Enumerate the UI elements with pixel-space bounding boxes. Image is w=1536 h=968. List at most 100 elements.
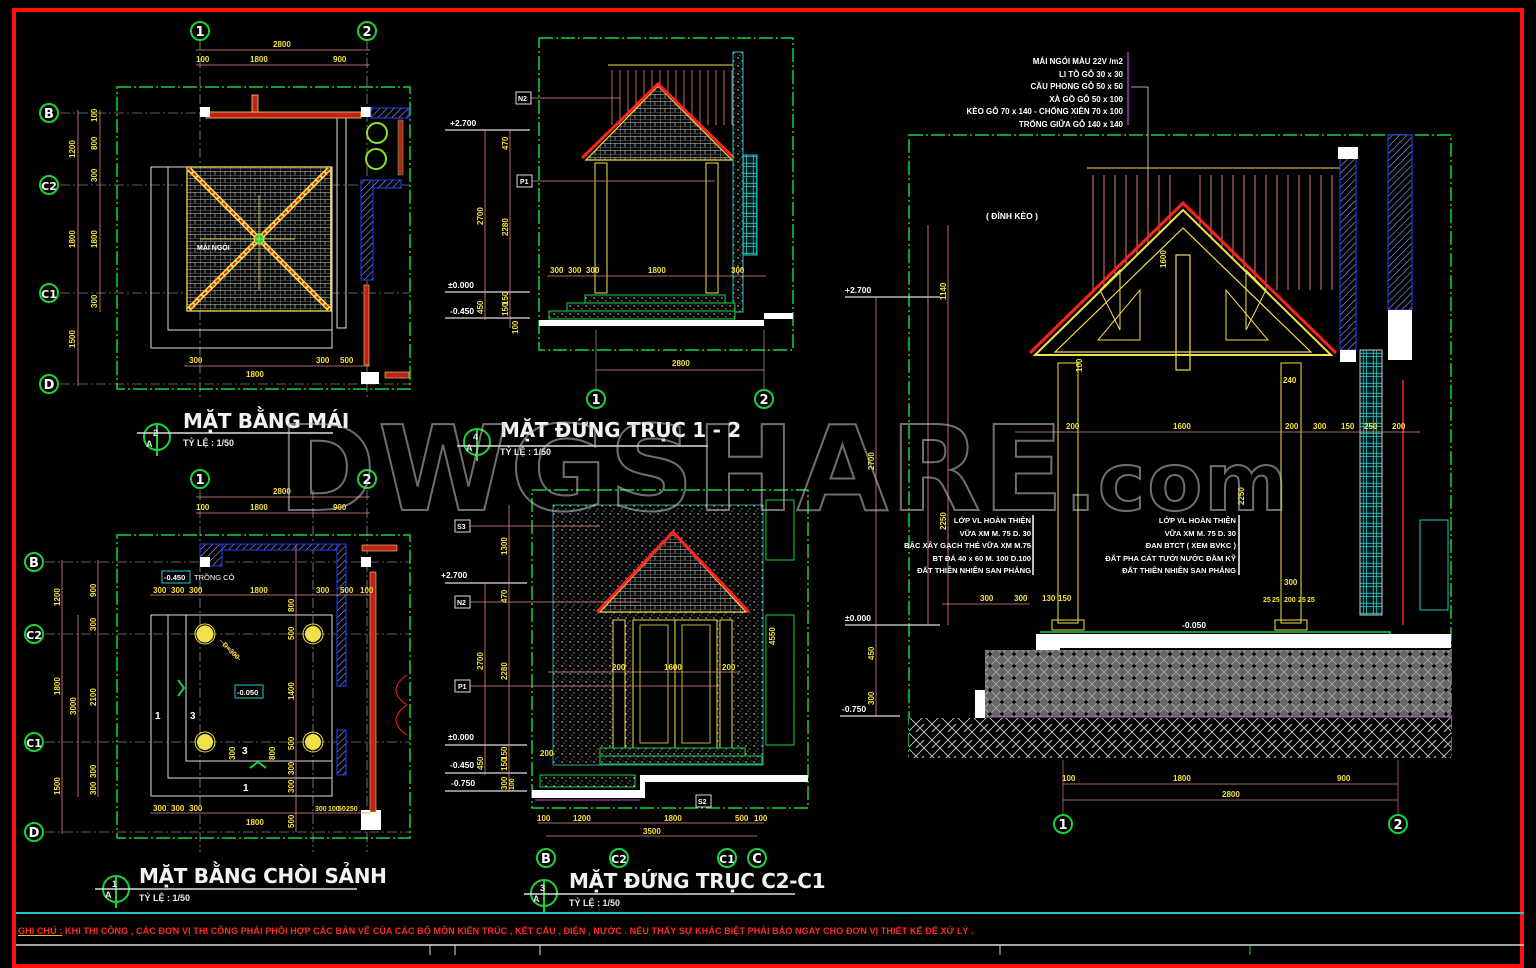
dim-text: 150 — [1341, 422, 1355, 431]
level-marker: -0.450 — [450, 306, 474, 316]
layer-item: BT ĐÁ 40 x 60 M. 100 D.100 — [932, 553, 1031, 563]
svg-text:C2: C2 — [26, 629, 42, 642]
dim-text: 200 — [1392, 422, 1406, 431]
section-view: ( ĐỈNH KÈO ) +2.700 ±0.000 -0.750 -0.050… — [840, 52, 1452, 834]
svg-text:B: B — [541, 852, 551, 867]
view-scale: TỶ LỆ : 1/50 — [139, 893, 191, 903]
level-tag: -0.450 — [164, 573, 185, 582]
layer-item: VỮA XM M. 75 D. 30 — [959, 528, 1031, 538]
tag-label: N2 — [457, 600, 466, 607]
view-title: MẶT ĐỨNG TRỤC 1 - 2 — [500, 418, 741, 442]
dim-text: 200 — [1066, 422, 1080, 431]
view-title: MẶT BẰNG MÁI — [183, 409, 350, 433]
dim-text: 150 — [500, 746, 509, 760]
dim-text: 100 — [360, 586, 374, 595]
dim-text: 800 — [268, 746, 277, 760]
roof-material-list: MÁI NGÓI MÀU 22V /m2 LI TÔ GỖ 30 x 30 CẦ… — [966, 56, 1123, 131]
dim-text: 500 — [287, 626, 296, 640]
dim-text: 300 — [316, 586, 330, 595]
material-item: CẦU PHONG GỖ 50 x 50 — [1030, 82, 1123, 91]
axis-bubble: C1 — [717, 848, 737, 868]
svg-text:D: D — [29, 826, 40, 841]
dim-text: 300 — [171, 804, 185, 813]
level-marker: -0.050 — [1182, 620, 1206, 630]
floor-layers-left: LỚP VL HOÀN THIỆN VỮA XM M. 75 D. 30 BẬC… — [904, 515, 1031, 578]
svg-text:C2: C2 — [611, 853, 627, 866]
layer-item: ĐẤT PHA CÁT TƯỚI NƯỚC ĐẦM KỸ — [1105, 553, 1236, 563]
tag-label: N2 — [518, 96, 527, 103]
dim-text: 3000 — [69, 697, 78, 715]
layer-item: ĐẤT THIÊN NHIÊN SAN PHẲNG — [917, 566, 1031, 575]
level-marker: +2.700 — [441, 570, 468, 580]
svg-text:B: B — [29, 556, 39, 571]
dim-text: 25 — [1272, 597, 1280, 604]
axis-bubble: 2 — [357, 469, 377, 489]
dim-text: 100 — [196, 55, 210, 64]
dim-text: 25 — [1298, 597, 1306, 604]
dim-text: 200 — [540, 749, 554, 758]
dim-text: 300 — [1313, 422, 1327, 431]
floor-layers-right: LỚP VL HOÀN THIỆN VỮA XM M. 75 D. 30 ĐAN… — [1105, 515, 1236, 578]
general-note: GHI CHÚ : KHI THI CÔNG , CÁC ĐƠN VỊ THI … — [18, 926, 974, 936]
dim-text: 100 — [1062, 774, 1076, 783]
layer-item: ĐAN BTCT ( XEM BVKC ) — [1145, 541, 1236, 550]
dim-text: 300 — [287, 761, 296, 775]
dim-text: 100 — [196, 503, 210, 512]
svg-text:1: 1 — [1058, 818, 1067, 833]
axis-bubble: B — [24, 552, 44, 572]
dim-text: 900 — [333, 55, 347, 64]
dim-text: 470 — [500, 589, 509, 603]
step-label: 3 — [242, 746, 248, 757]
dim-text: 2700 — [476, 207, 485, 225]
step-label: 3 — [190, 711, 196, 722]
dim-text: 2800 — [273, 40, 291, 49]
dim-text: 100 — [1075, 358, 1084, 372]
dim-text: 300 — [586, 266, 600, 275]
dim-text: 200 — [1285, 422, 1299, 431]
layer-item: BẬC XÂY GẠCH THẺ VỮA XM M.75 — [904, 541, 1031, 550]
roof-plan-view: 2800 100 1800 900 1200 1800 1500 100 800… — [39, 21, 411, 400]
grass-label: TRỒNG CỎ — [194, 572, 235, 582]
dim-text: 100 — [537, 814, 551, 823]
dim-text: 300 — [153, 804, 167, 813]
watermark: DWGSHARE.com — [277, 399, 1290, 539]
svg-text:1: 1 — [591, 393, 600, 408]
dim-text: 1800 — [246, 818, 264, 827]
dim-text: 300 — [980, 594, 994, 603]
dim-text: 2250 — [1237, 487, 1246, 505]
axis-bubble: D — [24, 822, 44, 842]
ridge-label: ( ĐỈNH KÈO ) — [986, 210, 1038, 221]
column-label: D=300 — [221, 641, 241, 661]
dim-text: 1200 — [573, 814, 591, 823]
axis-bubble: 2 — [754, 389, 774, 409]
dim-text: 1800 — [664, 814, 682, 823]
dim-text: 500 — [340, 356, 354, 365]
svg-text:C: C — [752, 852, 762, 867]
dim-text: 2100 — [89, 688, 98, 706]
title-block-table — [16, 912, 1524, 955]
dim-text: 1140 — [939, 282, 948, 300]
level-marker: -0.450 — [450, 760, 474, 770]
tag-label: P1 — [458, 684, 467, 691]
axis-bubble: B — [536, 848, 556, 868]
material-item: TRỐNG GIỮA GỖ 140 x 140 — [1018, 119, 1123, 129]
dim-text: 300 — [1284, 578, 1298, 587]
dim-text: 2250 — [939, 512, 948, 530]
dim-text: 300 — [731, 266, 745, 275]
dim-text: 300 — [316, 356, 330, 365]
dim-text: 450 — [867, 646, 876, 660]
svg-text:2: 2 — [362, 473, 371, 488]
axis-bubble: 1 — [190, 21, 210, 41]
dim-text: 250 — [1364, 422, 1378, 431]
dim-text: 200 — [722, 663, 736, 672]
material-item: LI TÔ GỖ 30 x 30 — [1058, 69, 1123, 79]
dim-text: 2700 — [476, 652, 485, 670]
dim-text: 1500 — [53, 777, 62, 795]
svg-text:C2: C2 — [41, 180, 57, 193]
dim-text: 100 — [509, 778, 516, 790]
dim-text: 100 — [90, 108, 99, 122]
dim-text: 1800 — [250, 503, 268, 512]
view-title: MẶT BẰNG CHÒI SẢNH — [139, 864, 387, 888]
dim-text: 500 — [287, 736, 296, 750]
level-marker: ±0.000 — [845, 613, 871, 623]
